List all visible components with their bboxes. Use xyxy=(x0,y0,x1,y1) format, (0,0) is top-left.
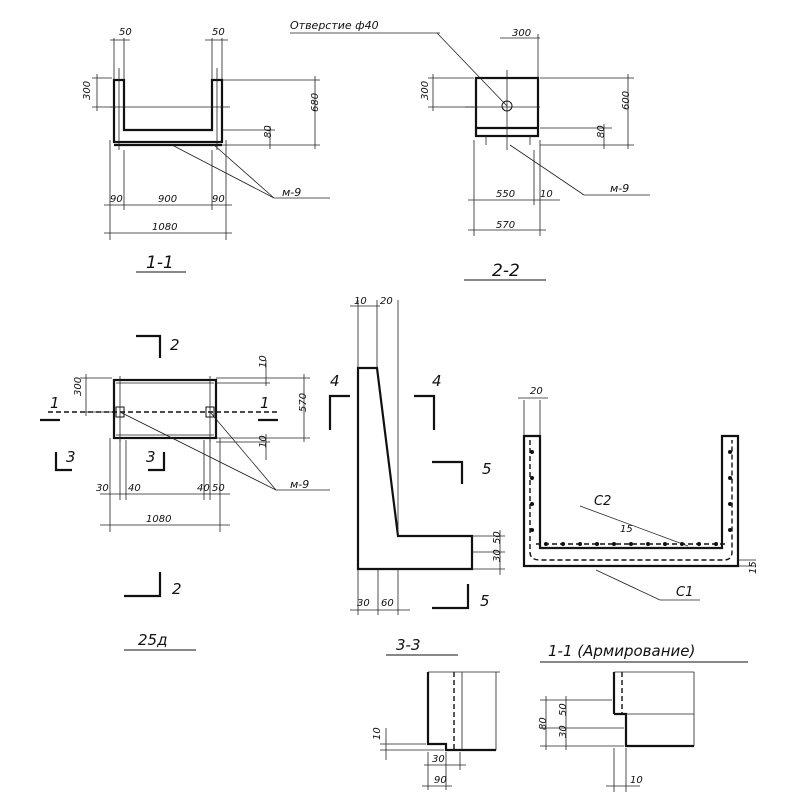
cut-label-3-right: 3 xyxy=(146,448,156,466)
dim-80: 80 xyxy=(263,125,274,138)
cut-label-2-bottom: 2 xyxy=(172,580,182,598)
title-section-3-3: 3-3 xyxy=(396,636,421,654)
dim-50-right: 50 xyxy=(212,27,225,38)
dim-10: 10 xyxy=(540,189,553,200)
dim-40-right: 40 xyxy=(197,483,210,494)
rebar-dot xyxy=(629,542,633,546)
section-2-2-view xyxy=(290,32,650,281)
dim-80: 80 xyxy=(538,717,549,730)
dim-10: 10 xyxy=(354,296,367,307)
cut-label-5-top: 5 xyxy=(482,460,492,478)
dim-80: 80 xyxy=(596,125,607,138)
rebar-dot xyxy=(530,476,534,480)
dim-15-inner: 15 xyxy=(620,524,633,535)
label-anchor-m9: м-9 xyxy=(282,186,301,199)
rebar-dot xyxy=(530,502,534,506)
dim-10-top: 10 xyxy=(258,355,269,368)
cut-label-5-bottom: 5 xyxy=(480,592,490,610)
dim-300-left: 300 xyxy=(420,81,431,100)
title-reinforced-section: 1-1 (Армирование) xyxy=(548,642,695,660)
rebar-dot xyxy=(530,528,534,532)
dim-90-right: 90 xyxy=(212,194,225,205)
dim-900: 900 xyxy=(158,194,177,205)
dim-300: 300 xyxy=(82,81,93,100)
dim-300: 300 xyxy=(73,377,84,396)
dim-15-outer: 15 xyxy=(748,561,759,574)
detail-1-1-view xyxy=(540,671,695,792)
rebar-dot xyxy=(544,542,548,546)
rebar-dot xyxy=(728,476,732,480)
dim-570: 570 xyxy=(298,393,309,412)
rebar-dot xyxy=(595,542,599,546)
dim-50: 50 xyxy=(558,703,569,716)
rebar-dot xyxy=(697,542,701,546)
dim-60: 60 xyxy=(381,598,394,609)
rebar-dots xyxy=(530,450,732,546)
dim-90-left: 90 xyxy=(110,194,123,205)
cut-label-2-top: 2 xyxy=(170,336,180,354)
title-section-1-1: 1-1 xyxy=(146,253,174,273)
dim-30-right: 30 xyxy=(492,549,503,562)
dim-30: 30 xyxy=(96,483,109,494)
rebar-dot xyxy=(578,542,582,546)
rebar-dot xyxy=(728,502,732,506)
rebar-dot xyxy=(728,450,732,454)
rebar-dot xyxy=(612,542,616,546)
dim-570: 570 xyxy=(496,220,515,231)
label-anchor-m9-c: м-9 xyxy=(290,478,309,491)
dim-1080: 1080 xyxy=(146,514,171,525)
dim-600: 600 xyxy=(621,91,632,110)
dim-40-left: 40 xyxy=(128,483,141,494)
cut-label-3-left: 3 xyxy=(66,448,76,466)
label-anchor-m9-b: м-9 xyxy=(610,182,629,195)
dim-50: 50 xyxy=(212,483,225,494)
dim-10: 10 xyxy=(630,775,643,786)
dim-550: 550 xyxy=(496,189,515,200)
dim-90: 90 xyxy=(434,775,447,786)
dim-20: 20 xyxy=(530,386,543,397)
dim-1080: 1080 xyxy=(152,222,177,233)
dim-30: 30 xyxy=(432,754,445,765)
dim-30-bottom: 30 xyxy=(357,598,370,609)
label-hole: Отверстие ф40 xyxy=(290,19,379,32)
cut-label-1-left: 1 xyxy=(50,394,60,412)
rebar-dot xyxy=(663,542,667,546)
cut-label-4-right: 4 xyxy=(432,372,442,390)
wall-section-view xyxy=(328,300,505,656)
rebar-dot xyxy=(561,542,565,546)
title-section-2-2: 2-2 xyxy=(492,261,520,281)
detail-3-3-view xyxy=(380,671,500,790)
rebar-dot xyxy=(714,542,718,546)
section-1-1-view xyxy=(92,38,330,273)
rebar-dot xyxy=(646,542,650,546)
title-plan: 25д xyxy=(138,631,167,649)
dim-50: 50 xyxy=(492,531,503,544)
cut-label-4-left: 4 xyxy=(330,372,340,390)
dim-30: 30 xyxy=(558,725,569,738)
cut-label-1-right: 1 xyxy=(260,394,270,412)
reinforced-section-view xyxy=(518,397,756,663)
label-c1: С1 xyxy=(676,585,693,600)
rebar-dot xyxy=(728,528,732,532)
rebar-dot xyxy=(530,450,534,454)
plan-view xyxy=(40,334,330,651)
dim-20: 20 xyxy=(380,296,393,307)
label-c2: С2 xyxy=(594,494,611,509)
dim-10: 10 xyxy=(372,727,383,740)
dim-50-left: 50 xyxy=(119,27,132,38)
dim-300-top: 300 xyxy=(512,28,531,39)
dim-680: 680 xyxy=(310,93,321,112)
dim-10-bottom: 10 xyxy=(258,435,269,448)
